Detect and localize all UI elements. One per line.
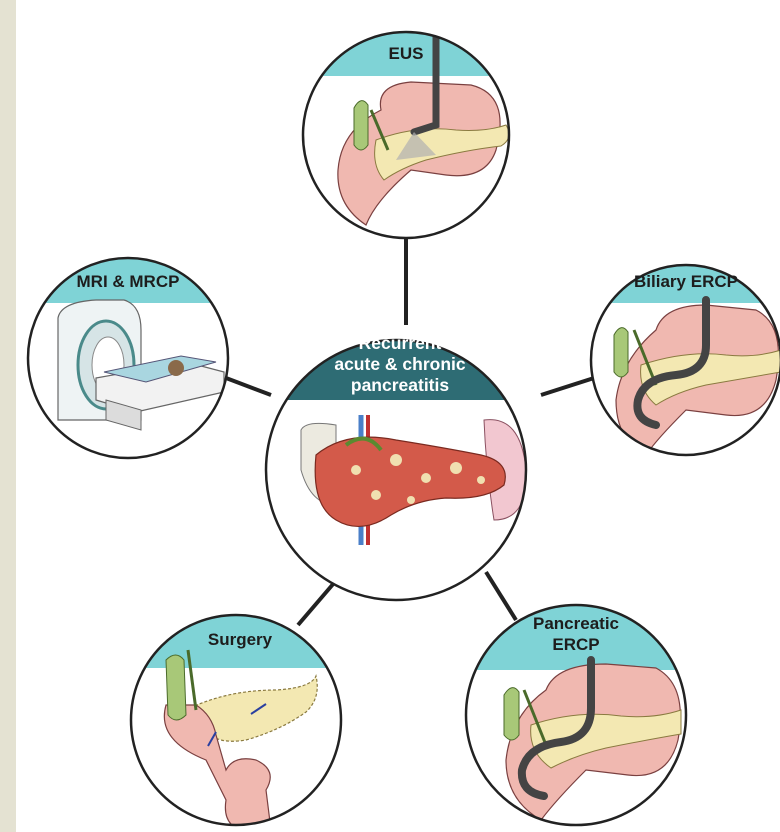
node-eus: EUS xyxy=(296,30,516,238)
surgery-label: Surgery xyxy=(208,630,273,649)
diagram-svg: EUS Biliary ERCP xyxy=(16,0,780,832)
pancreatic-ercp-label-line-2: ERCP xyxy=(552,635,599,654)
pancreatic-ercp-label-line-1: Pancreatic xyxy=(533,614,619,633)
eus-label: EUS xyxy=(389,44,424,63)
connector-biliary xyxy=(541,378,594,395)
center-title-line-1: Recurrent xyxy=(359,333,442,353)
node-biliary-ercp: Biliary ERCP xyxy=(586,255,780,455)
biliary-ercp-label: Biliary ERCP xyxy=(634,272,738,291)
diagram-canvas: EUS Biliary ERCP xyxy=(16,0,780,832)
node-center: Recurrent acute & chronic pancreatitis xyxy=(256,330,536,600)
center-title-line-2: acute & chronic xyxy=(334,354,466,374)
connector-surgery xyxy=(298,583,334,625)
center-title-line-3: pancreatitis xyxy=(351,375,449,395)
node-mri-mrcp: MRI & MRCP xyxy=(26,255,236,458)
connector-pancreatic xyxy=(486,572,516,620)
connector-mri xyxy=(226,378,271,395)
mri-mrcp-label: MRI & MRCP xyxy=(77,272,180,291)
node-pancreatic-ercp: Pancreatic ERCP xyxy=(456,600,696,825)
node-surgery: Surgery xyxy=(126,610,346,832)
